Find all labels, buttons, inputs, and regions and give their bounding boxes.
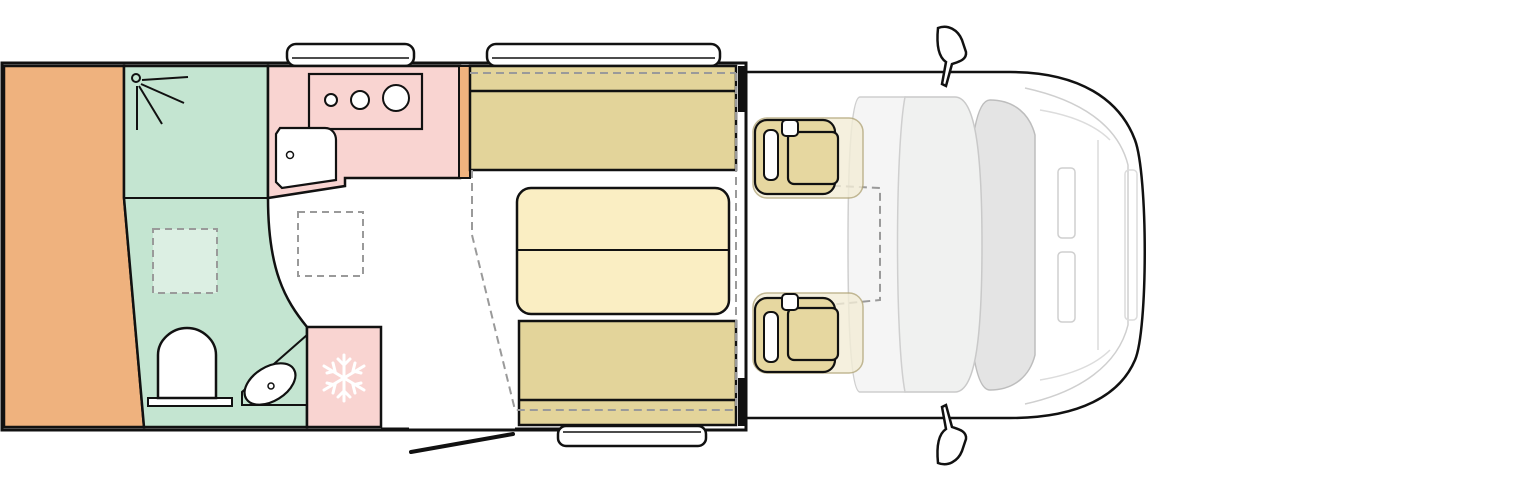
kitchen-sink-drain xyxy=(285,150,295,160)
headlight-strip xyxy=(1124,169,1138,321)
entrance-door xyxy=(381,427,560,454)
bathroom-rooflight xyxy=(152,228,218,294)
partition-post-bottom xyxy=(738,378,746,426)
grille-top xyxy=(1039,109,1111,141)
mirror-top xyxy=(936,25,968,88)
cab-bonnet xyxy=(1024,87,1129,405)
sofa-bottom xyxy=(517,319,738,427)
window-top-lounge xyxy=(485,42,722,68)
lounge xyxy=(468,64,746,427)
cab-seat-bottom xyxy=(752,292,864,374)
bed-conversion-outline xyxy=(470,72,737,411)
corridor-rooflight xyxy=(297,211,364,277)
sofa-top xyxy=(468,64,738,172)
partition-post-top xyxy=(738,66,746,112)
bathroom xyxy=(122,64,309,429)
toilet-icon xyxy=(147,326,233,407)
kitchen-sink xyxy=(274,126,338,190)
window-top-kitchen xyxy=(285,42,416,68)
dash-vent-left xyxy=(1057,167,1076,239)
cab-seats xyxy=(752,117,881,374)
mirror-bottom xyxy=(936,403,968,466)
stove-burner-icon xyxy=(382,84,410,112)
window-bottom-lounge xyxy=(556,424,708,448)
kitchen xyxy=(266,64,471,200)
snowflake-icon xyxy=(322,353,366,403)
shower-icon xyxy=(131,73,189,130)
stove-burner-icon xyxy=(350,90,370,110)
fridge xyxy=(305,325,383,429)
grille-bottom xyxy=(1039,349,1111,381)
cab-roof xyxy=(889,96,983,393)
dash-vent-right xyxy=(1057,251,1076,323)
stove-burner-icon xyxy=(324,93,338,107)
cab-seat-top xyxy=(752,117,864,199)
side-mirrors xyxy=(936,25,968,466)
wardrobe-panel xyxy=(458,65,471,179)
